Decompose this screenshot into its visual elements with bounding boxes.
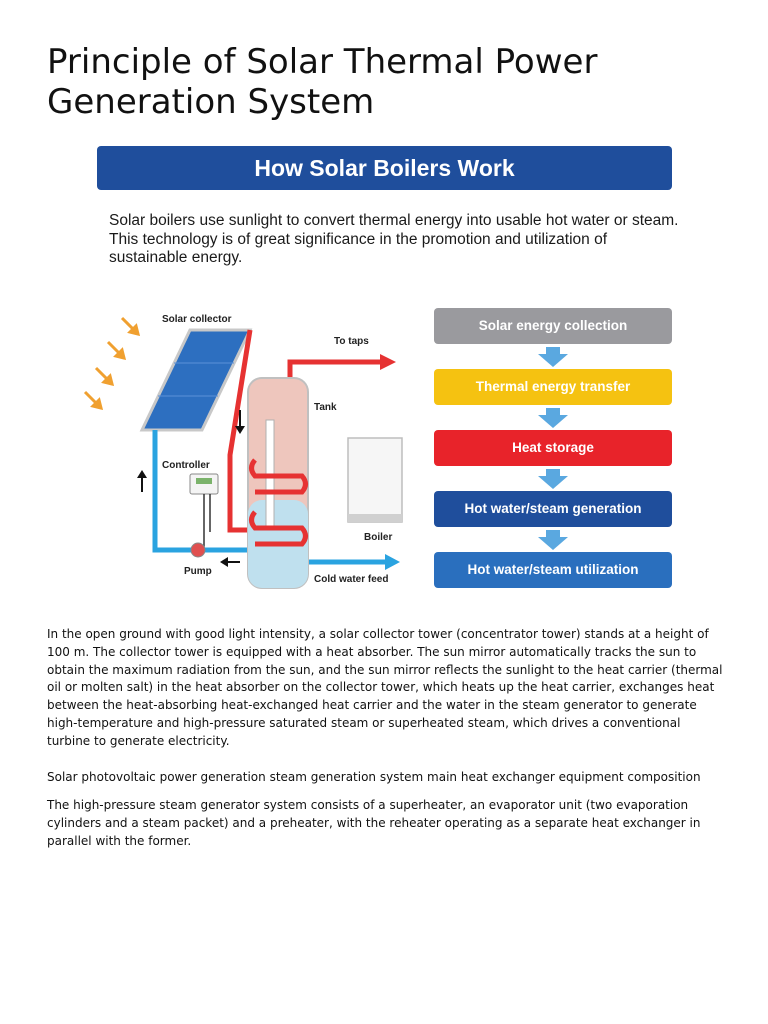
body-paragraph-3: The high-pressure steam generator system… (47, 798, 701, 848)
step-hot-water-steam-generation: Hot water/steam generation (434, 491, 672, 527)
figure-intro: Solar boilers use sunlight to convert th… (109, 212, 679, 266)
pump-flow-arrow-icon (220, 557, 240, 567)
label-to-taps: To taps (334, 336, 369, 347)
step-arrow-icon (538, 469, 568, 489)
label-pump: Pump (184, 566, 212, 577)
label-cold-water-feed: Cold water feed (314, 574, 388, 585)
solar-collector-panel (139, 328, 253, 432)
label-boiler: Boiler (364, 532, 392, 543)
flow-up-arrow-icon (137, 470, 147, 492)
pump-icon (190, 542, 206, 558)
step-arrow-icon (538, 408, 568, 428)
cold-pipe (152, 430, 385, 565)
solar-boiler-figure: How Solar Boilers Work Solar boilers use… (80, 140, 688, 600)
step-hot-water-steam-utilization: Hot water/steam utilization (434, 552, 672, 588)
figure-banner: How Solar Boilers Work (97, 146, 672, 190)
step-arrow-icon (538, 347, 568, 367)
controller-device (189, 473, 219, 550)
to-taps-arrow-icon (380, 354, 396, 370)
storage-tank (247, 377, 309, 589)
label-tank: Tank (314, 402, 337, 413)
solar-boiler-diagram: Solar collector To taps Tank (83, 314, 403, 589)
step-heat-storage: Heat storage (434, 430, 672, 466)
label-solar-collector: Solar collector (162, 314, 232, 325)
sun-rays-icon (83, 316, 141, 411)
step-solar-energy-collection: Solar energy collection (434, 308, 672, 344)
step-arrow-icon (538, 530, 568, 550)
flow-down-arrow-icon (235, 410, 245, 434)
body-paragraph-2: Solar photovoltaic power generation stea… (47, 770, 701, 784)
cold-feed-arrow-icon (385, 554, 400, 570)
boiler-unit (347, 437, 403, 523)
step-thermal-energy-transfer: Thermal energy transfer (434, 369, 672, 405)
page-title: Principle of Solar Thermal Power Generat… (47, 42, 598, 122)
body-paragraph-1: In the open ground with good light inten… (47, 627, 723, 748)
label-controller: Controller (162, 460, 210, 471)
